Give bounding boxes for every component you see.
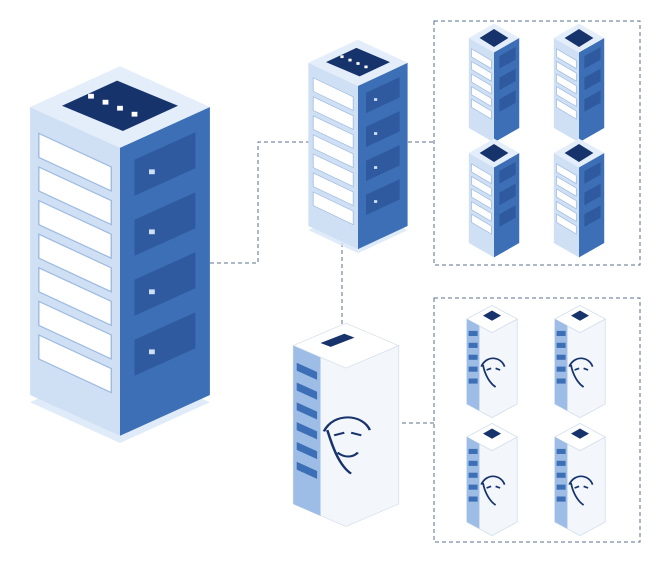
- masked-server-icon: [553, 304, 607, 419]
- cluster-server-icon: [468, 138, 520, 258]
- main-server-icon: [29, 65, 211, 444]
- cluster-server-icon: [468, 23, 520, 143]
- compromised-server-icon: [292, 321, 400, 528]
- masked-server-icon: [553, 422, 607, 537]
- cluster-server-icon: [553, 138, 605, 258]
- masked-cluster-box: [433, 297, 641, 543]
- relay-server-icon: [307, 39, 409, 254]
- legit-cluster: [468, 23, 605, 258]
- masked-cluster: [465, 304, 607, 537]
- masked-server-icon: [465, 422, 519, 537]
- connector-main-to-relay: [210, 141, 312, 264]
- legit-cluster-box: [433, 20, 641, 266]
- cluster-server-icon: [553, 23, 605, 143]
- masked-server-icon: [465, 304, 519, 419]
